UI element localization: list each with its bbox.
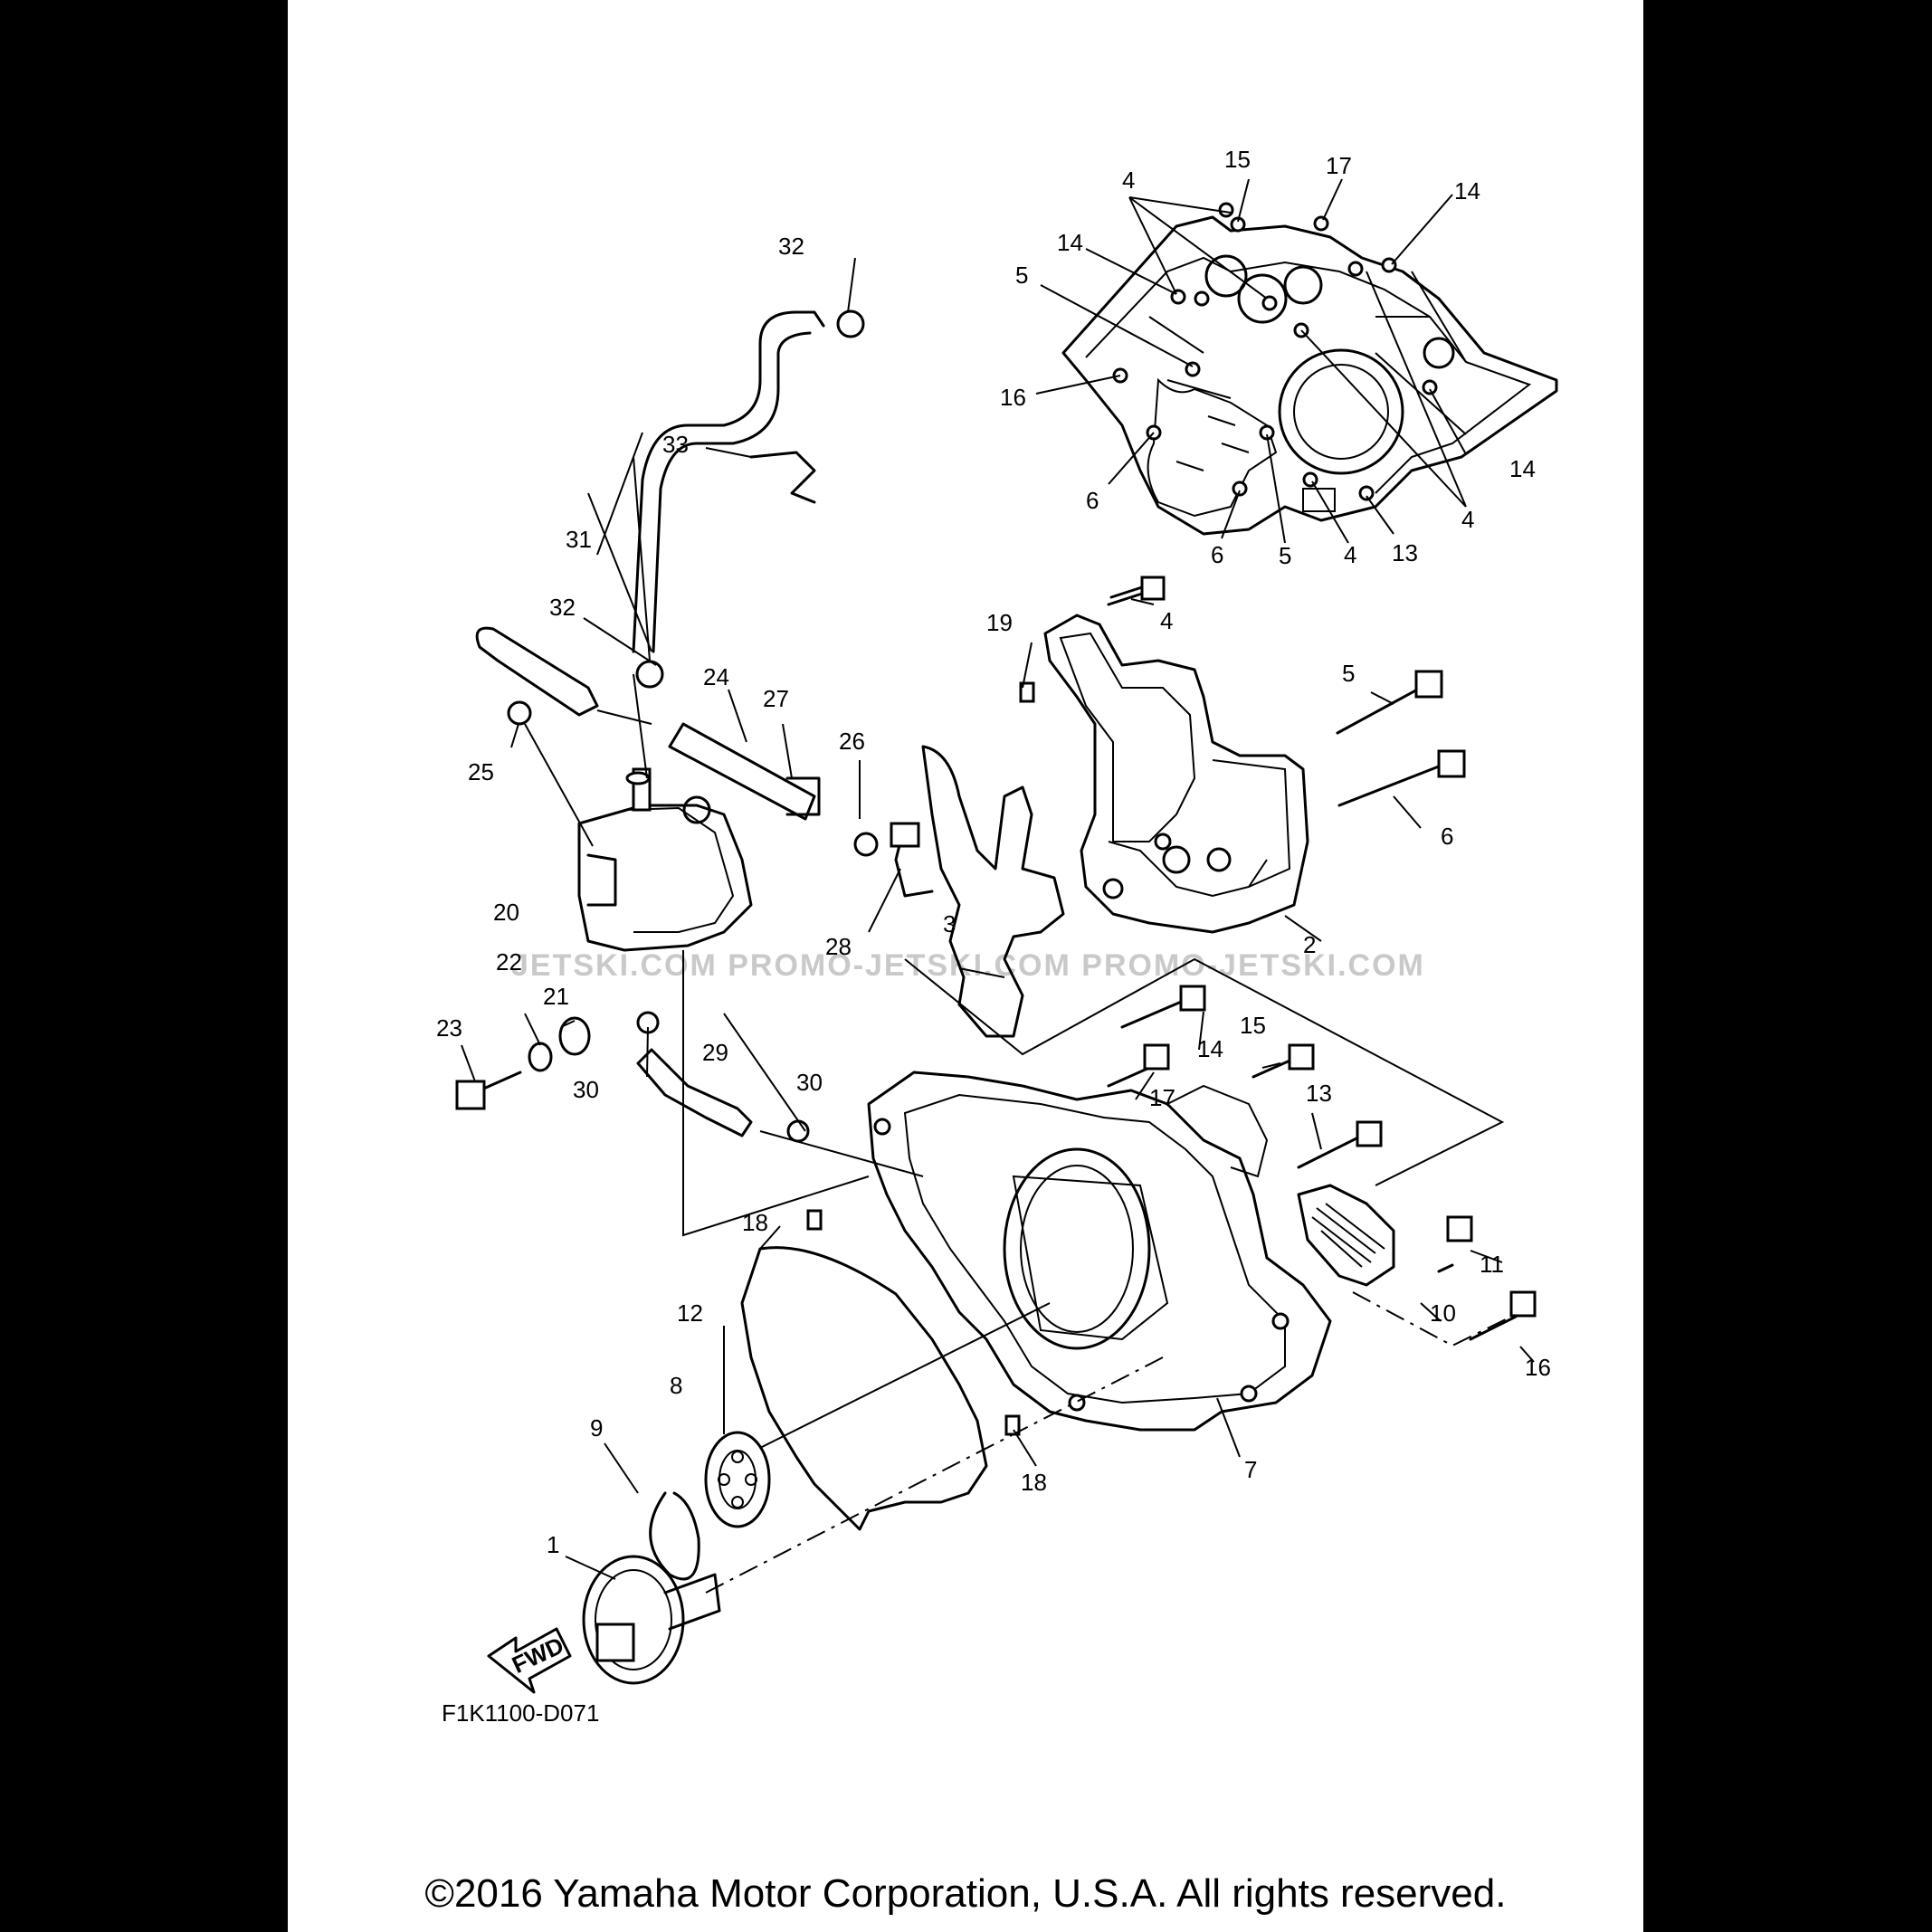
callout-9: 9 (590, 1414, 603, 1442)
callout-14-c: 14 (1509, 455, 1536, 482)
callout-5-b: 5 (1279, 542, 1291, 569)
copyright-notice: ©2016 Yamaha Motor Corporation, U.S.A. A… (424, 1871, 1507, 1916)
callout-33: 33 (662, 431, 689, 458)
callout-24: 24 (703, 663, 729, 690)
callout-15-b: 15 (1240, 1012, 1266, 1039)
circlip (649, 1491, 700, 1581)
oil-pump-housing (1043, 614, 1309, 934)
callout-17-a: 17 (1326, 152, 1352, 179)
callout-11: 11 (1480, 1251, 1504, 1278)
callout-30-b: 30 (796, 1069, 823, 1096)
crankcase-bolt-holes (1112, 202, 1438, 501)
callout-14-b: 14 (1454, 177, 1480, 205)
bolts (455, 576, 1537, 1436)
callout-16-a: 16 (1000, 384, 1026, 411)
callout-7: 7 (1244, 1456, 1257, 1483)
callout-25: 25 (468, 758, 494, 785)
reference-lines (524, 673, 1521, 1594)
callout-20: 20 (493, 899, 519, 926)
callout-4-a: 4 (1122, 167, 1135, 194)
callout-6-c: 6 (1441, 823, 1453, 850)
callout-17-b: 17 (1149, 1084, 1175, 1111)
callout-1: 1 (547, 1531, 559, 1558)
callout-5-c: 5 (1342, 660, 1355, 687)
callout-2: 2 (1303, 931, 1316, 958)
callout-29: 29 (702, 1039, 728, 1066)
callout-15-a: 15 (1224, 146, 1251, 173)
callout-19: 19 (986, 609, 1013, 636)
cover-seal-ring (740, 1246, 988, 1531)
callout-21: 21 (543, 983, 569, 1010)
callout-16-b: 16 (1525, 1354, 1551, 1381)
crankcase-cover (867, 1071, 1332, 1432)
callout-12: 12 (677, 1299, 703, 1327)
callout-18-a: 18 (742, 1209, 768, 1236)
callout-32-b: 32 (549, 594, 576, 621)
callout-6-b: 6 (1211, 541, 1223, 568)
callout-14-d: 14 (1197, 1035, 1223, 1062)
callout-13-b: 13 (1306, 1080, 1332, 1107)
callout-4-d: 4 (1461, 506, 1474, 533)
leader-lines (461, 178, 1535, 1580)
callout-22: 22 (496, 948, 522, 976)
oil-strainer (1297, 1184, 1395, 1287)
hose-clamps (507, 309, 934, 1143)
oil-cooler (577, 767, 753, 952)
callout-23: 23 (436, 1014, 462, 1042)
callout-27: 27 (763, 685, 789, 712)
callout-8: 8 (670, 1372, 682, 1399)
callout-31: 31 (566, 526, 592, 553)
callout-26: 26 (839, 728, 865, 755)
watermark-text: JETSKI.COM PROMO-JETSKI.COM PROMO-JETSKI… (511, 948, 1425, 983)
callout-13-a: 13 (1392, 539, 1418, 566)
callout-28: 28 (825, 933, 852, 960)
callout-6-a: 6 (1086, 487, 1099, 514)
hoses (475, 310, 825, 1137)
crankcase-inner-view (1061, 202, 1558, 536)
oil-pump-gasket (921, 745, 1065, 1038)
diagram-code: F1K1100-D071 (442, 1699, 600, 1727)
drive-gear (582, 1555, 721, 1685)
forward-arrow: FWD (487, 1627, 572, 1694)
callout-5-a: 5 (1015, 262, 1028, 289)
callout-10: 10 (1430, 1299, 1456, 1327)
diagram-sheet (288, 0, 1643, 1932)
callout-3: 3 (943, 910, 956, 937)
callout-numbers: 1 1 2 3 4 4 4 4 5 5 5 6 6 6 7 8 9 10 11 … (436, 146, 1551, 1558)
callout-32-a: 32 (778, 233, 804, 260)
callout-18-b: 18 (1021, 1469, 1047, 1496)
bearing (704, 1431, 771, 1528)
callout-30-a: 30 (573, 1076, 599, 1103)
callout-4-c: 4 (1344, 541, 1356, 568)
callout-4-b: 4 (1160, 607, 1173, 634)
callout-14-a: 14 (1057, 229, 1083, 256)
